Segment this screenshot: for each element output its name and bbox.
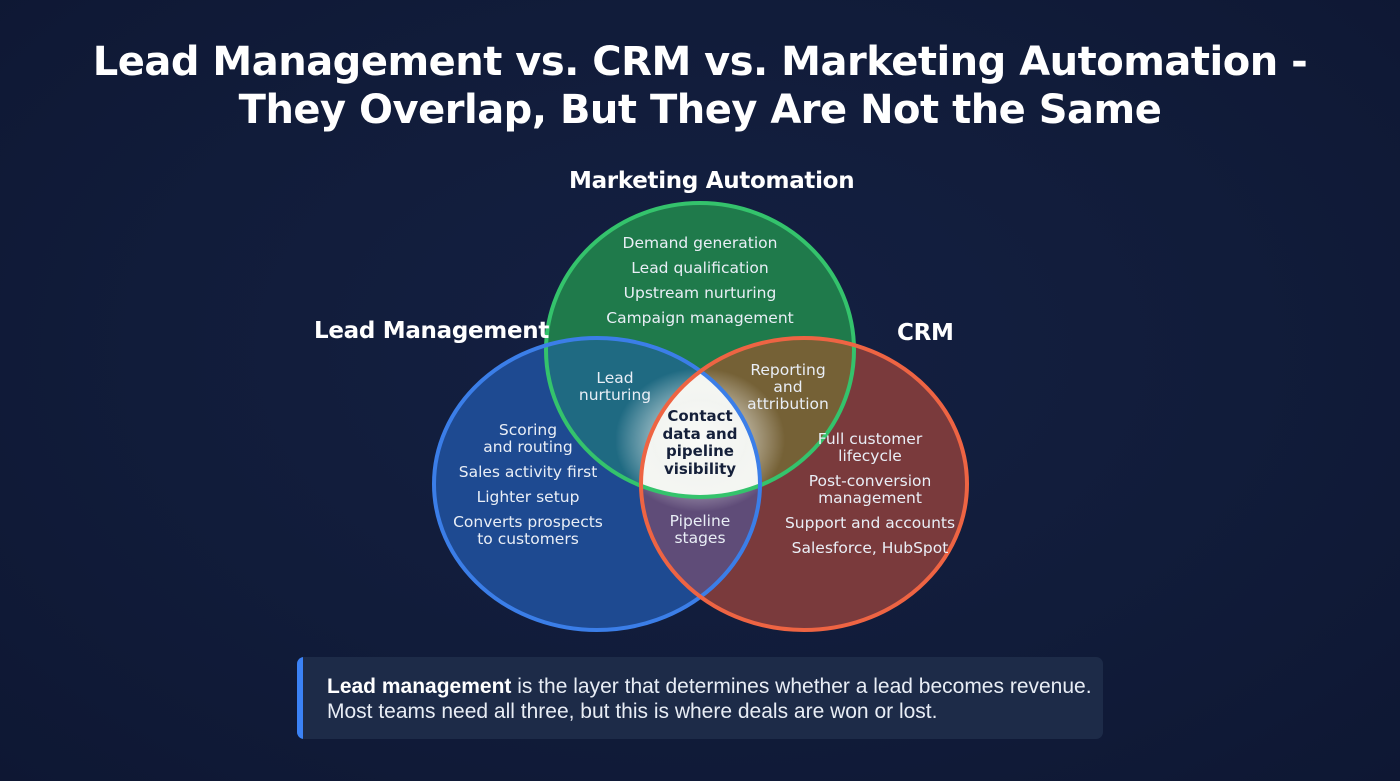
callout-line-1-rest: is the layer that determines whether a l… bbox=[511, 675, 1092, 698]
list-item: Lighter setup bbox=[476, 488, 580, 506]
callout-box: Lead management is the layer that determ… bbox=[297, 657, 1103, 739]
list-item: Campaign management bbox=[606, 309, 794, 327]
overlap-marketing-crm-text: Reporting and attribution bbox=[747, 362, 829, 413]
callout-text: Lead management is the layer that determ… bbox=[327, 674, 1092, 724]
overlap-lead-marketing-text: Lead nurturing bbox=[579, 370, 651, 404]
marketing-automation-items: Demand generation Lead qualification Ups… bbox=[606, 235, 793, 327]
page-title-line-2: They Overlap, But They Are Not the Same bbox=[238, 87, 1162, 133]
lead-management-items: Scoring and routing Sales activity first… bbox=[453, 422, 603, 548]
overlap-all-three-text: Contact data and pipeline visibility bbox=[662, 407, 738, 478]
overlap-text-line: and bbox=[773, 378, 803, 396]
overlap-text-line: Pipeline bbox=[669, 512, 731, 530]
list-item: Converts prospects bbox=[453, 513, 603, 531]
center-text-line: Contact bbox=[667, 407, 733, 425]
list-item: Full customer bbox=[817, 430, 923, 448]
list-item: and routing bbox=[483, 438, 573, 456]
overlap-lead-crm-text: Pipeline stages bbox=[670, 513, 731, 547]
callout-bold-phrase: Lead management bbox=[327, 675, 512, 698]
list-item: Sales activity first bbox=[458, 463, 598, 481]
callout-accent-bar bbox=[297, 657, 303, 739]
list-item: to customers bbox=[477, 530, 579, 548]
overlap-text-line: stages bbox=[674, 529, 726, 547]
list-item: Salesforce, HubSpot bbox=[791, 539, 949, 557]
marketing-automation-outline bbox=[544, 201, 856, 499]
lead-management-label: Lead Management bbox=[314, 318, 550, 344]
center-text-line: data and bbox=[662, 424, 738, 443]
callout-line-1: Lead management is the layer that determ… bbox=[327, 674, 1092, 699]
overlap-text-line: Lead bbox=[596, 369, 634, 387]
list-item: lifecycle bbox=[838, 447, 902, 465]
list-item: Post-conversion bbox=[808, 472, 932, 490]
lead-management-outline bbox=[432, 336, 762, 632]
crm-items: Full customer lifecycle Post-conversion … bbox=[785, 431, 955, 557]
list-item: Upstream nurturing bbox=[623, 284, 777, 302]
crm-outline bbox=[639, 336, 969, 632]
crm-label: CRM bbox=[897, 320, 954, 346]
list-item: Scoring bbox=[498, 421, 558, 439]
page-title-line-1: Lead Management vs. CRM vs. Marketing Au… bbox=[92, 39, 1308, 85]
overlap-text-line: nurturing bbox=[578, 386, 652, 404]
center-text-line: visibility bbox=[663, 459, 737, 478]
page-title: Lead Management vs. CRM vs. Marketing Au… bbox=[0, 38, 1400, 134]
callout-line-2: Most teams need all three, but this is w… bbox=[327, 700, 938, 723]
center-text-line: pipeline bbox=[666, 442, 734, 460]
list-item: management bbox=[818, 489, 922, 507]
list-item: Support and accounts bbox=[784, 514, 956, 532]
overlap-text-line: attribution bbox=[747, 395, 829, 413]
list-item: Lead qualification bbox=[631, 259, 769, 277]
list-item: Demand generation bbox=[622, 234, 778, 252]
overlap-text-line: Reporting bbox=[750, 361, 826, 379]
marketing-automation-label: Marketing Automation bbox=[569, 168, 855, 194]
